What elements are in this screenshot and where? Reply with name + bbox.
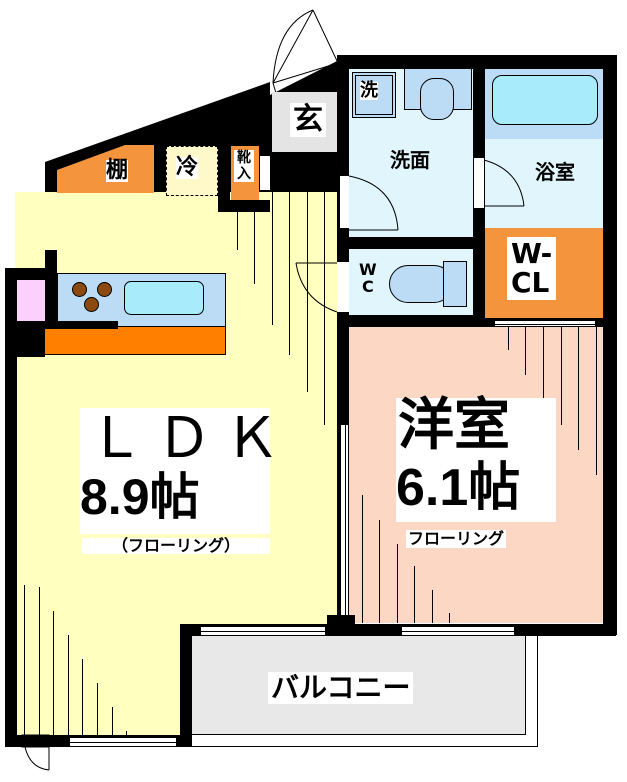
floor-line: [272, 155, 273, 325]
ldk-size: 8.9帖: [80, 469, 200, 525]
wall-kitchen-block: [15, 321, 45, 357]
floor-line: [525, 327, 526, 375]
floor-line: [24, 585, 25, 735]
closet-sliding-door: [495, 320, 595, 327]
stove-burner-icon: [97, 282, 112, 297]
ldk-name: ＬＤＫ: [88, 406, 292, 469]
kitchen-counter-lower: [44, 326, 226, 355]
western-label-box: [396, 398, 556, 522]
floor-line: [543, 327, 544, 400]
wall-shoe-bottom: [218, 200, 270, 212]
closet-label-line2: CL: [511, 266, 550, 300]
shelf-label: 棚: [106, 158, 129, 183]
washing-machine: [352, 72, 396, 118]
toilet-bowl: [389, 265, 453, 303]
entrance-label: 玄: [290, 103, 326, 137]
basin-bowl: [420, 78, 454, 120]
wall-right: [603, 55, 617, 635]
wall-shoe-left: [218, 146, 230, 212]
floor-line: [414, 566, 415, 623]
floor-line: [397, 544, 398, 623]
stove-burner-icon: [72, 282, 87, 297]
floor-line: [82, 659, 83, 735]
washing-machine-label: 洗: [360, 80, 378, 101]
floor-line: [53, 611, 54, 735]
stove-burner-icon: [84, 297, 99, 312]
toilet-label-line1: W: [359, 260, 377, 279]
wall-left: [5, 268, 17, 738]
floor-line: [596, 327, 597, 475]
bathtub: [492, 75, 598, 125]
ldk-label-box: [80, 408, 270, 534]
floor-line: [289, 155, 290, 355]
wall-center-column: [327, 615, 355, 636]
interior-sliding-door: [340, 425, 349, 620]
shelf: [57, 145, 154, 193]
floor-line: [449, 613, 450, 623]
toilet-label: W C: [359, 260, 377, 296]
floor-line: [379, 520, 380, 623]
bathroom-label: 浴室: [535, 160, 575, 184]
washroom-label: 洗面: [390, 148, 430, 172]
balcony-label: バルコニー: [268, 672, 414, 704]
floor-line: [39, 587, 40, 735]
floor-line: [508, 327, 509, 350]
western-room-size: 6.1帖: [396, 459, 521, 517]
pink-fixture: [17, 280, 45, 322]
kitchen-sink: [124, 281, 204, 315]
floor-line: [307, 155, 308, 392]
floor-line: [112, 707, 113, 735]
floor-line: [97, 683, 98, 735]
western-room-name: 洋室: [398, 393, 510, 458]
ldk-balcony-window: [201, 626, 325, 636]
western-room-flooring: フローリング: [406, 529, 507, 548]
wall-kitchen-divider: [15, 321, 118, 329]
wall-balcony-left: [180, 624, 192, 746]
ldk-flooring: （フローリング）: [82, 538, 270, 554]
floor-line: [362, 495, 363, 623]
floor-line: [432, 590, 433, 623]
wall-kitchen-inner: [45, 250, 57, 330]
toilet-label-line2: C: [361, 276, 374, 296]
closet-label: W- CL: [507, 237, 557, 300]
floor-line: [126, 731, 127, 735]
ldk-floor-lower: [15, 632, 185, 742]
floor-line: [578, 327, 579, 450]
floor-line: [68, 635, 69, 735]
floor-line: [561, 327, 562, 425]
floor-line: [237, 212, 238, 250]
closet-label-line1: W-: [511, 237, 553, 270]
wall-wc-cl: [473, 237, 485, 332]
ldk-bottom-window: [70, 737, 176, 747]
fridge-label: 冷: [176, 155, 199, 180]
floor-line: [254, 212, 255, 284]
western-balcony-window: [402, 626, 514, 636]
floor-line: [324, 155, 325, 425]
toilet-tank: [443, 261, 467, 307]
shoe-storage-label: 靴入: [234, 150, 254, 183]
